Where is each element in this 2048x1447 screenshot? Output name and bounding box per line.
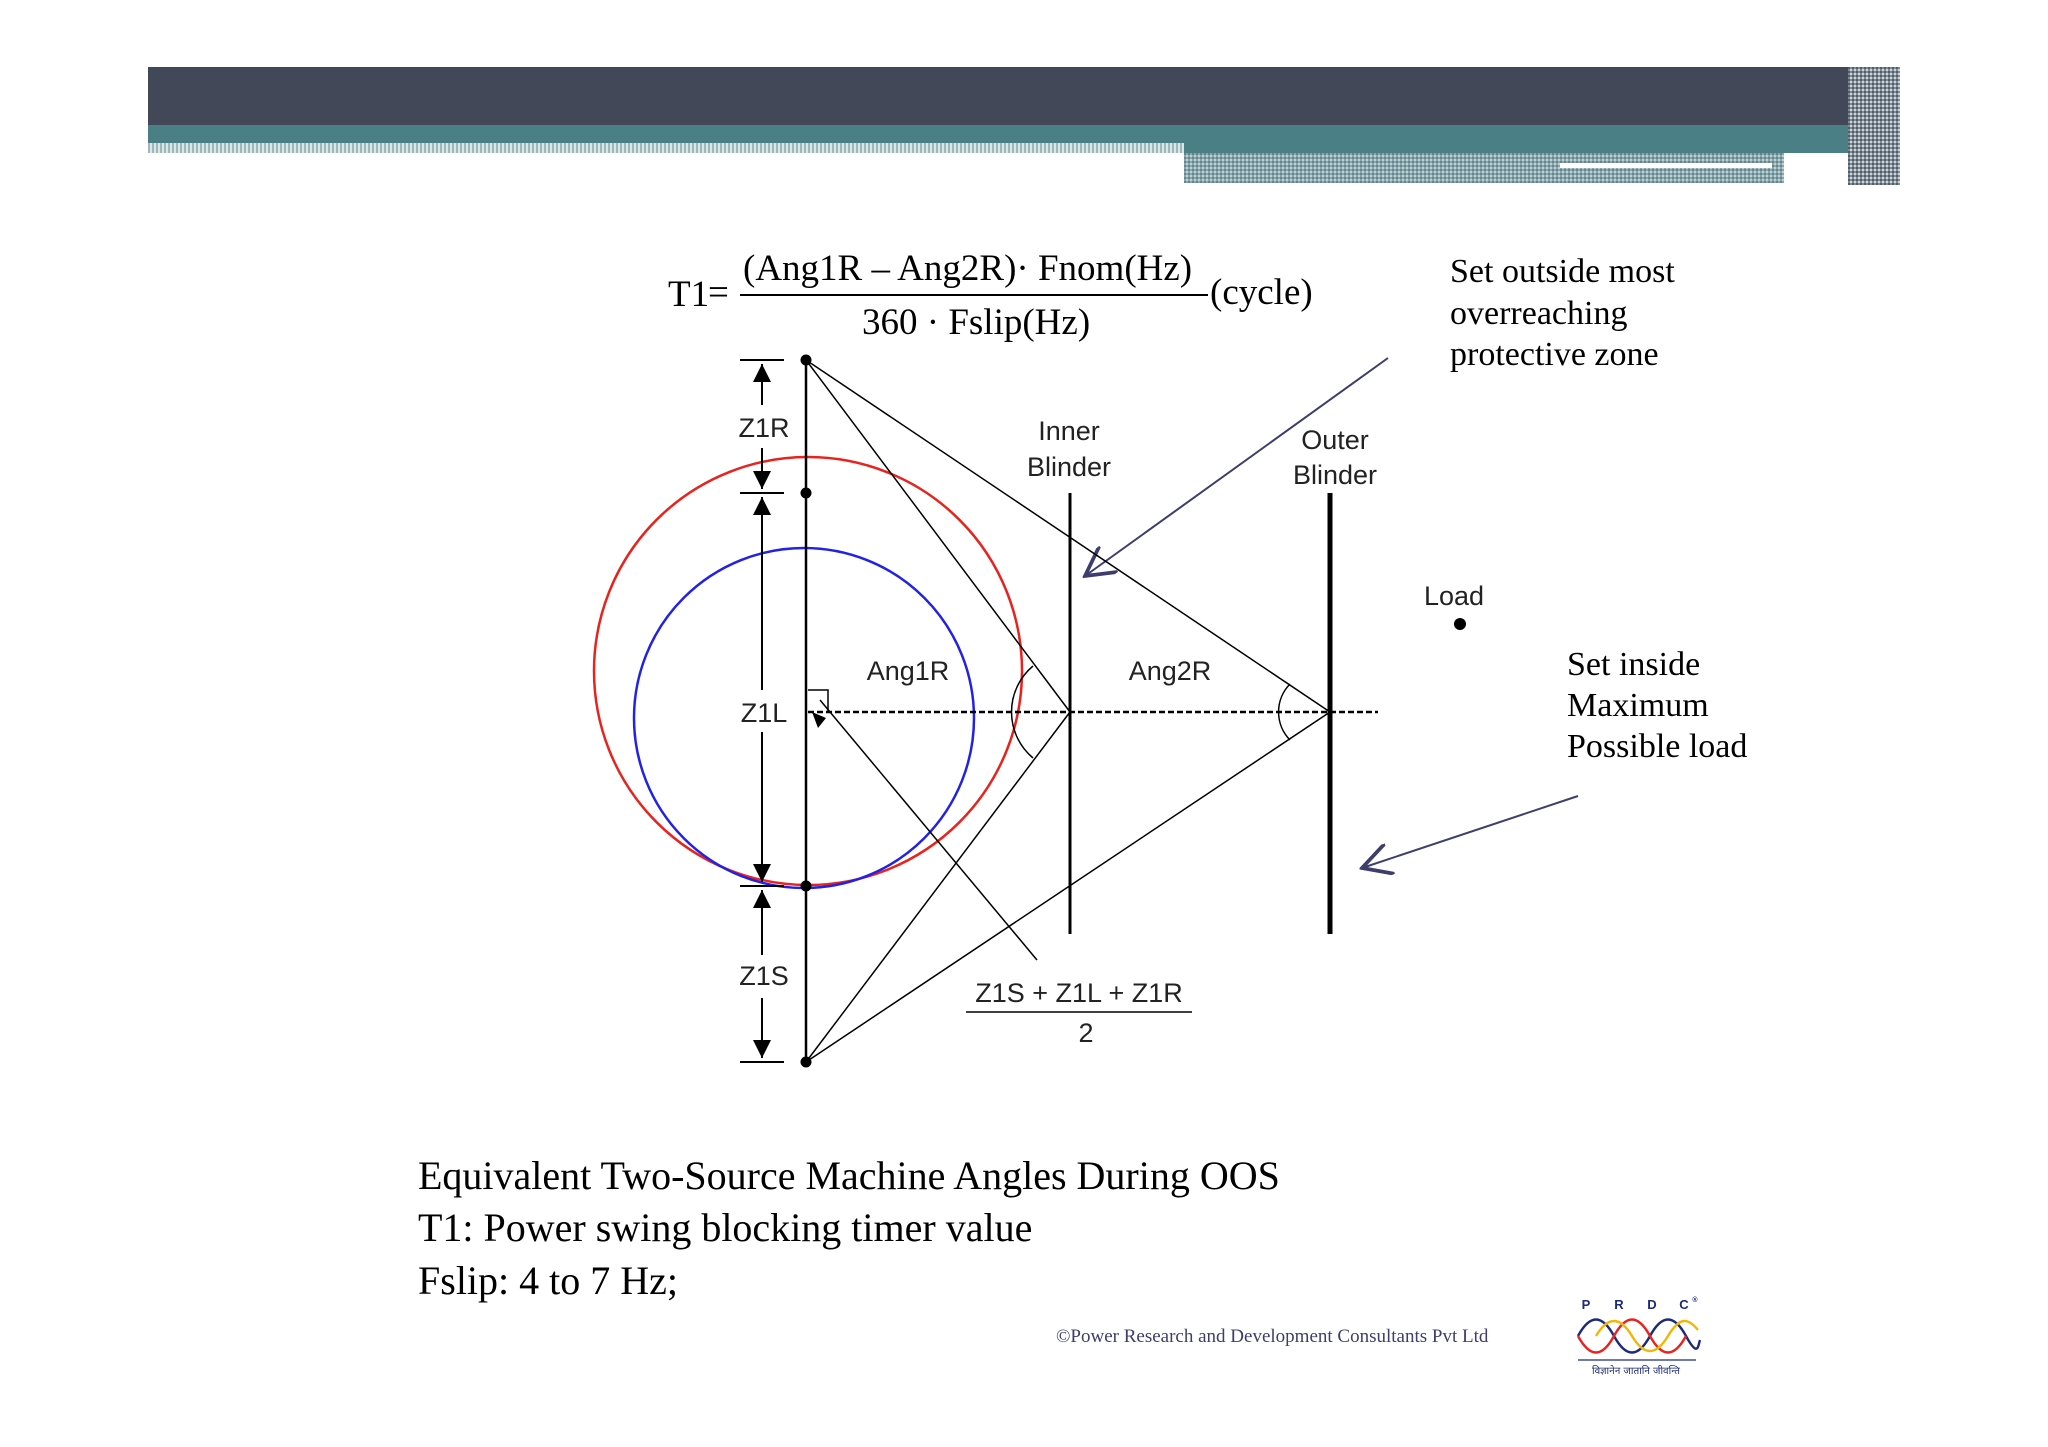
note-inside: Set inside Maximum Possible load — [1567, 646, 1747, 765]
outer-blinder-label-line2: Blinder — [1293, 460, 1377, 490]
midpoint-fraction: Z1S + Z1L + Z1R 2 — [966, 978, 1192, 1048]
formula-unit: (cycle) — [1210, 272, 1313, 313]
caption-line-1: Equivalent Two-Source Machine Angles Dur… — [418, 1153, 1280, 1198]
header-accent-left — [148, 125, 1184, 143]
header-pattern-left — [148, 143, 1184, 153]
point-z1r-bottom — [800, 487, 812, 499]
logo-waves — [1576, 1318, 1702, 1354]
pointer-arrow-inner-blinder — [1085, 357, 1389, 576]
formula-numerator: (Ang1R – Ang2R)· Fnom(Hz) — [743, 248, 1192, 289]
logo-letter-r: R — [1614, 1297, 1624, 1312]
logo-letter-p: P — [1582, 1297, 1591, 1312]
label-z1l: Z1L — [741, 698, 788, 728]
logo-tagline: विज्ञानेन जातानि जीवन्ति — [1592, 1365, 1680, 1377]
inner-blinder-label-line1: Inner — [1038, 416, 1100, 446]
line-top-to-outer — [805, 359, 1331, 713]
label-z1r: Z1R — [738, 413, 789, 443]
angle-arc-ang1r — [1010, 665, 1034, 759]
header-accent-right — [1184, 125, 1848, 153]
label-ang2r: Ang2R — [1129, 656, 1212, 686]
formula-lhs: T1 — [668, 274, 709, 315]
dimension-markers — [740, 359, 784, 1063]
outer-impedance-circle — [592, 455, 1024, 887]
inner-blinder-label-line2: Blinder — [1027, 452, 1111, 482]
inner-impedance-circle — [632, 546, 976, 890]
caption-line-2: T1: Power swing blocking timer value — [418, 1205, 1033, 1250]
line-bottom-to-inner — [805, 711, 1071, 1063]
midpoint-arrowhead — [812, 712, 826, 728]
logo-letter-c: C — [1679, 1297, 1689, 1312]
header-edge-pattern — [1848, 67, 1900, 185]
note-inside-line3: Possible load — [1567, 728, 1747, 765]
header-pattern-right — [1184, 153, 1784, 183]
outer-blinder-label-line1: Outer — [1301, 425, 1369, 455]
angle-arc-ang2r — [1277, 683, 1291, 741]
line-bottom-to-outer — [805, 711, 1331, 1063]
label-z1s: Z1S — [739, 961, 789, 991]
logo-registered-mark: ® — [1692, 1296, 1698, 1304]
note-inside-line2: Maximum — [1567, 687, 1709, 724]
note-outside-line3: protective zone — [1450, 336, 1659, 373]
t1-formula: T1 = (Ang1R – Ang2R)· Fnom(Hz) 360 · Fsl… — [668, 248, 1313, 343]
line-top-to-inner — [805, 359, 1071, 713]
header-band — [148, 67, 1848, 125]
mid-fraction-denominator: 2 — [1078, 1018, 1093, 1048]
load-point — [1454, 618, 1466, 630]
swing-lines — [805, 359, 1331, 1063]
logo-letter-d: D — [1647, 1297, 1656, 1312]
note-outside-line2: overreaching — [1450, 295, 1627, 332]
prdc-logo: P R D C ® विज्ञानेन जातानि जीवन्ति — [1576, 1296, 1702, 1377]
pointer-arrow-outer-blinder — [1362, 795, 1579, 868]
label-ang1r: Ang1R — [867, 656, 950, 686]
mid-fraction-numerator: Z1S + Z1L + Z1R — [975, 978, 1183, 1008]
formula-denominator: 360 · Fslip(Hz) — [862, 302, 1090, 343]
note-outside-line1: Set outside most — [1450, 253, 1675, 290]
point-z1s-top — [800, 880, 812, 892]
header-highlight — [1560, 163, 1772, 168]
right-angle-mark — [808, 689, 829, 712]
caption-line-3: Fslip: 4 to 7 Hz; — [418, 1258, 679, 1303]
copyright-text: ©Power Research and Development Consulta… — [1056, 1326, 1489, 1347]
label-load: Load — [1424, 581, 1484, 611]
note-outside: Set outside most overreaching protective… — [1450, 253, 1675, 373]
formula-equals: = — [708, 272, 729, 313]
note-inside-line1: Set inside — [1567, 646, 1700, 683]
line-midpoint-pointer — [819, 699, 1038, 961]
